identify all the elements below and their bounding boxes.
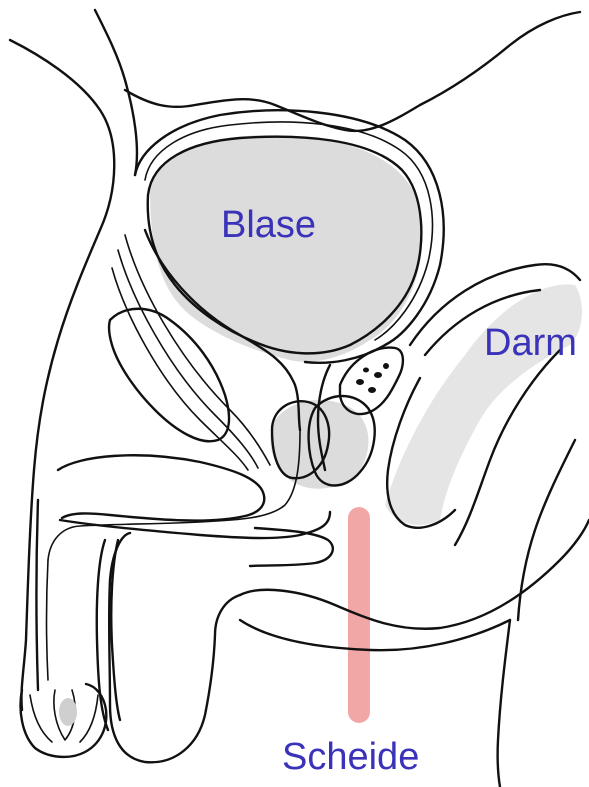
shaft-ventral-line <box>47 560 49 680</box>
urethra-shaft-line <box>48 430 300 560</box>
content-dot <box>368 387 376 393</box>
foreskin-line-right <box>80 695 98 742</box>
buttock-contour <box>498 620 510 787</box>
content-dot <box>383 363 389 369</box>
rectal-pouch <box>340 348 403 414</box>
bladder-shading <box>150 135 422 362</box>
shaft-dorsal-line <box>37 500 39 690</box>
content-dot <box>374 372 382 378</box>
content-dot <box>363 368 369 373</box>
abdominal-wall-outline <box>10 40 114 710</box>
bowel-back-wall <box>518 440 575 620</box>
bowel-label: Darm <box>484 324 577 362</box>
bladder-label: Blase <box>221 206 316 244</box>
testis-cord <box>97 540 108 730</box>
scrotum-outline <box>109 533 240 762</box>
foreskin-line <box>30 695 52 742</box>
shaft-upper-outline <box>58 455 264 520</box>
vagina-label: Scheide <box>282 738 419 776</box>
testis-cord-inner <box>111 540 120 720</box>
glans-shading <box>59 698 77 726</box>
corpus-fold <box>250 528 333 566</box>
perineum-lower-outline <box>240 620 510 650</box>
content-dot <box>356 379 364 385</box>
peritoneum-outline <box>125 12 580 131</box>
